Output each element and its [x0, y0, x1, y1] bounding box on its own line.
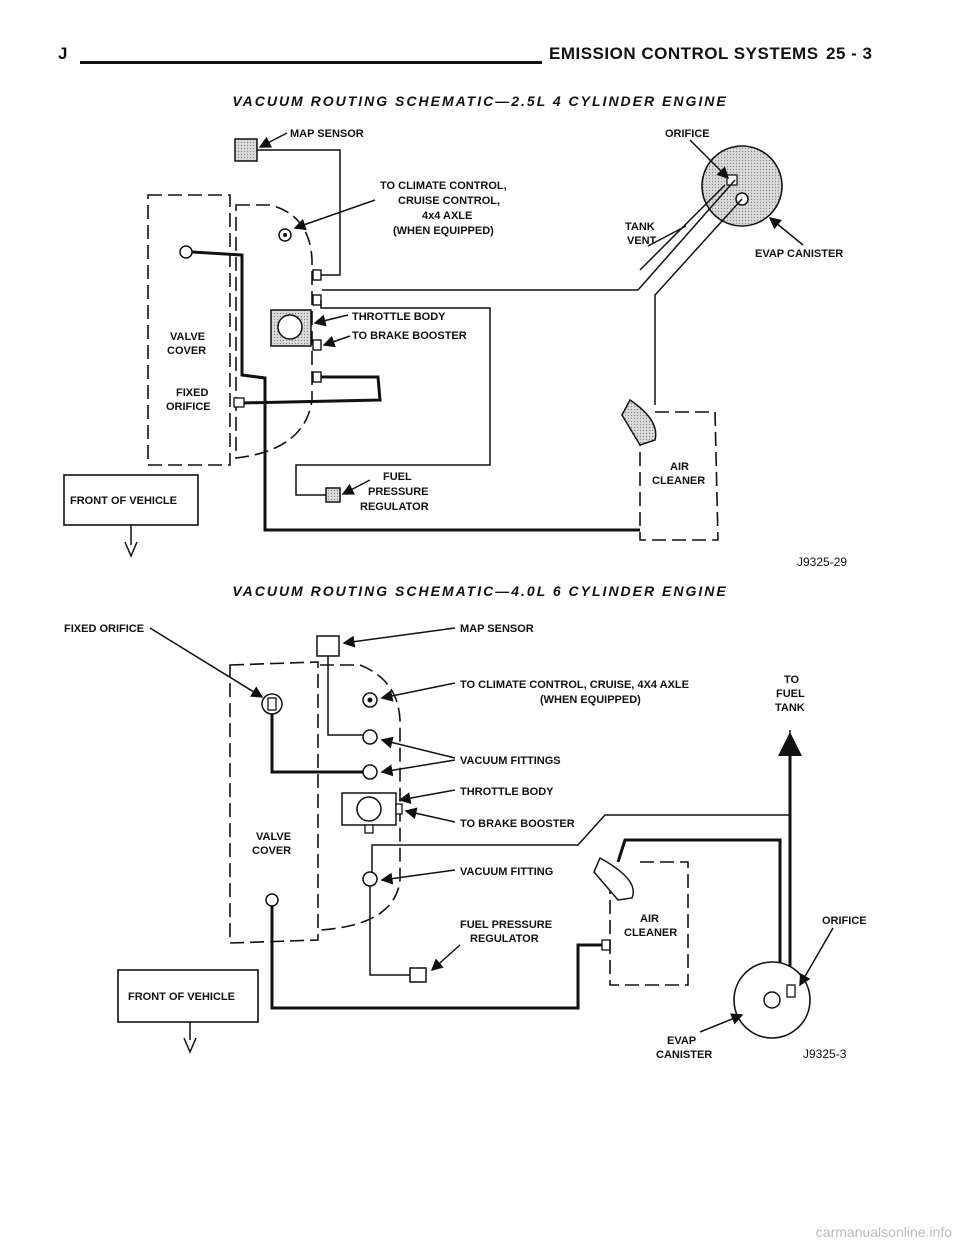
- figure-id-d1: J9325-29: [797, 555, 847, 569]
- diagram1-title: VACUUM ROUTING SCHEMATIC—2.5L 4 CYLINDER…: [232, 93, 728, 109]
- label-tank-d1-1: TANK: [625, 221, 655, 233]
- fuel-pressure-regulator: [325, 487, 341, 503]
- diagram2: FIXED ORIFICE MAP SENSOR TO CLIMATE CONT…: [64, 623, 867, 1061]
- label-to-fuel-1: TO: [784, 674, 800, 686]
- label-brake-d1: TO BRAKE BOOSTER: [352, 330, 467, 342]
- label-fuel-d1-1: FUEL: [383, 471, 412, 483]
- label-fuel-d2-2: REGULATOR: [470, 933, 539, 945]
- header-rule: [80, 61, 542, 64]
- label-valve-d2-1: VALVE: [256, 831, 291, 843]
- label-evap-d2-2: CANISTER: [656, 1049, 712, 1061]
- label-vacuum-fittings: VACUUM FITTINGS: [460, 755, 561, 767]
- vacuum-fitting-3: [362, 871, 378, 887]
- label-climate-d1-4: (WHEN EQUIPPED): [393, 225, 494, 237]
- label-fuel-d2-1: FUEL PRESSURE: [460, 919, 552, 931]
- label-air-d2-2: CLEANER: [624, 927, 677, 939]
- label-throttle-d2: THROTTLE BODY: [460, 786, 554, 798]
- map-sensor-box: [234, 138, 258, 162]
- label-orifice-d1: ORIFICE: [665, 128, 710, 140]
- evap-canister-d1: [701, 145, 783, 227]
- intake-outline-d2: [319, 664, 401, 931]
- label-climate-d1-1: TO CLIMATE CONTROL,: [380, 180, 507, 192]
- label-vacuum-fitting: VACUUM FITTING: [460, 866, 553, 878]
- label-front-d2: FRONT OF VEHICLE: [128, 991, 235, 1003]
- pcv-port: [179, 245, 193, 259]
- label-front-d1: FRONT OF VEHICLE: [70, 495, 177, 507]
- page-letter: J: [58, 44, 68, 63]
- air-cleaner-outline-d2: [609, 861, 689, 986]
- fixed-orifice-d1: [233, 397, 245, 408]
- figure-id-d2: J9325-3: [803, 1047, 847, 1061]
- label-valve-d2-2: COVER: [252, 845, 291, 857]
- vacuum-fitting-1: [362, 729, 378, 745]
- label-evap-d1: EVAP CANISTER: [755, 248, 843, 260]
- label-map-sensor-d1: MAP SENSOR: [290, 128, 364, 140]
- label-climate-d2-2: (WHEN EQUIPPED): [540, 694, 641, 706]
- page-number: 25 - 3: [826, 44, 873, 63]
- valve-cover-outline-d2: [229, 661, 319, 944]
- air-cleaner-outline: [639, 411, 719, 541]
- label-air-d1-1: AIR: [670, 461, 689, 473]
- label-throttle-d1: THROTTLE BODY: [352, 311, 446, 323]
- label-valve-d1-2: COVER: [167, 345, 206, 357]
- label-fixed-d1-1: FIXED: [176, 387, 208, 399]
- label-map-sensor-d2: MAP SENSOR: [460, 623, 534, 635]
- vacuum-fitting-2: [362, 764, 378, 780]
- fuel-pressure-regulator-d2: [409, 967, 427, 983]
- label-fixed-orifice-d2: FIXED ORIFICE: [64, 623, 144, 635]
- map-sensor-d2: [316, 635, 340, 657]
- front-of-vehicle-box-d2: [117, 969, 259, 1023]
- label-fuel-d1-3: REGULATOR: [360, 501, 429, 513]
- label-fixed-d1-2: ORIFICE: [166, 401, 211, 413]
- label-air-d1-2: CLEANER: [652, 475, 705, 487]
- valve-cover-outline: [147, 194, 231, 466]
- label-evap-d2-1: EVAP: [667, 1035, 696, 1047]
- label-valve-d1-1: VALVE: [170, 331, 205, 343]
- section-title: EMISSION CONTROL SYSTEMS: [549, 44, 819, 63]
- label-orifice-d2: ORIFICE: [822, 915, 867, 927]
- watermark: carmanualsonline.info: [815, 1224, 952, 1240]
- label-tank-d1-2: VENT: [627, 235, 657, 247]
- label-to-fuel-2: FUEL: [776, 688, 805, 700]
- label-climate-d1-3: 4x4 AXLE: [422, 210, 472, 222]
- label-climate-d1-2: CRUISE CONTROL,: [398, 195, 500, 207]
- label-air-d2-1: AIR: [640, 913, 659, 925]
- label-climate-d2-1: TO CLIMATE CONTROL, CRUISE, 4X4 AXLE: [460, 679, 689, 691]
- diagram2-title: VACUUM ROUTING SCHEMATIC—4.0L 6 CYLINDER…: [232, 583, 728, 599]
- label-fuel-d1-2: PRESSURE: [368, 486, 429, 498]
- label-to-fuel-3: TANK: [775, 702, 805, 714]
- diagram1: MAP SENSOR ORIFICE TO CLIMATE CONTROL, C…: [63, 128, 847, 569]
- label-brake-d2: TO BRAKE BOOSTER: [460, 818, 575, 830]
